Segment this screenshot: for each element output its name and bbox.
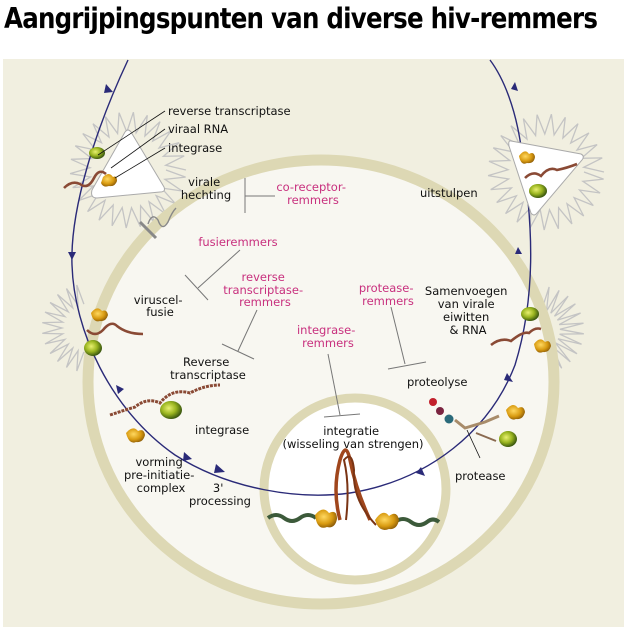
polyprotein-illustration	[429, 398, 525, 447]
diagram-title: Aangrijpingspunten van diverse hiv-remme…	[4, 2, 598, 35]
step-proteolysis: proteolyse	[407, 375, 468, 389]
inhibitor-protease: protease- remmers	[359, 281, 417, 308]
virus-particle-incoming	[63, 129, 165, 199]
step-attachment: virale hechting	[181, 175, 231, 202]
reverse-transcription-complex	[109, 383, 221, 443]
inhibitor-fusion: fusieremmers	[198, 235, 277, 249]
cycle-arrowhead	[183, 452, 192, 461]
virus-spike-halo	[42, 284, 85, 372]
cycle-arrowhead	[515, 247, 522, 254]
step-budding: uitstulpen	[420, 186, 478, 200]
inhibitor-bar-integrase	[323, 353, 361, 418]
cycle-arrowhead	[68, 252, 76, 260]
label-reverse-transcriptase: reverse transcriptase	[168, 104, 291, 118]
step-3-processing: 3' processing	[189, 481, 251, 508]
inhibitor-integrase: integrase- remmers	[297, 323, 359, 350]
inhibitor-coreceptor: co-receptor- remmers	[276, 180, 349, 207]
inhibitor-bar-reverse-transcriptase	[221, 309, 258, 360]
cycle-arrowhead	[511, 82, 518, 91]
leader-line	[97, 110, 166, 156]
cycle-arrowhead	[116, 385, 124, 394]
step-preinitiation-complex: vorming pre-initiatie- complex	[124, 455, 198, 495]
cycle-arrowhead	[416, 467, 425, 476]
label-integrase-component: integrase	[168, 141, 222, 155]
step-integration: integratie (wisseling van strengen)	[282, 424, 423, 451]
integration-dna-illustration	[266, 448, 441, 530]
virus-spike-halo	[487, 113, 605, 231]
inhibitor-bar-coreceptor	[244, 178, 275, 213]
reverse-transcriptase-icon	[89, 147, 105, 159]
step-reverse-transcriptase: Reverse transcriptase	[170, 355, 246, 382]
leader-line	[110, 128, 166, 169]
cycle-arrowhead	[504, 373, 513, 382]
fusing-virus-contents	[84, 308, 144, 356]
step-fusion: viruscel- fusie	[134, 293, 186, 319]
inhibitor-reverse-transcriptase: reverse transcriptase- remmers	[223, 270, 307, 309]
inhibitor-bar-protease	[387, 306, 427, 370]
cycle-arrowhead	[104, 84, 113, 93]
cycle-arrowhead	[214, 464, 225, 473]
step-assembly: Samenvoegen van virale eiwitten & RNA	[425, 284, 511, 337]
inhibitor-bar-fusion	[184, 249, 241, 301]
integrase-icon	[101, 174, 117, 187]
viral-rna-icon	[63, 170, 107, 189]
leader-line	[466, 429, 481, 459]
label-viral-rna: viraal RNA	[168, 122, 228, 136]
step-integrase: integrase	[195, 423, 249, 437]
leader-line	[114, 147, 166, 179]
step-protease: protease	[455, 469, 506, 483]
assembly-contents	[490, 307, 551, 353]
cell-receptor-icon	[138, 207, 177, 240]
virus-spike-halo	[69, 111, 187, 229]
virus-particle-budding	[508, 140, 584, 216]
